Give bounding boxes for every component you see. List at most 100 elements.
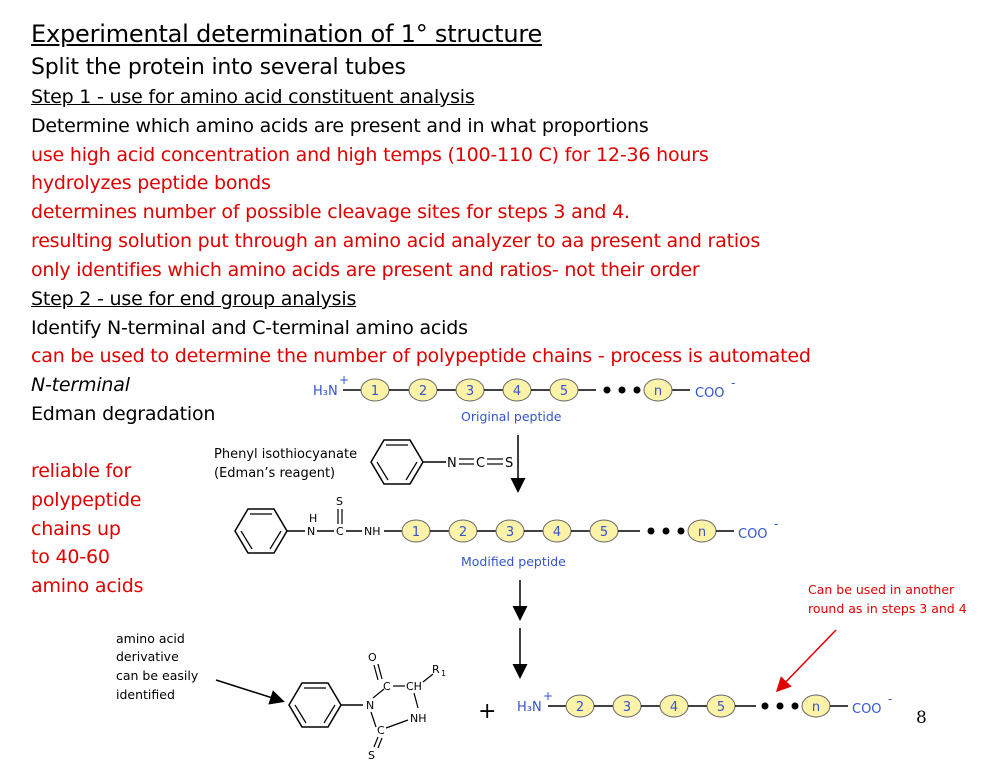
modified-bead-3: 3 bbox=[495, 519, 525, 543]
shortened-residue-label: 4 bbox=[670, 700, 678, 715]
page-number: 8 bbox=[916, 708, 927, 728]
pth-ring-bond bbox=[413, 692, 419, 709]
modified-atom-n: N bbox=[307, 525, 315, 538]
original-residue-label: 2 bbox=[419, 384, 427, 399]
derivative-arrow bbox=[215, 679, 285, 705]
original-peptide: H₃N + 1 2 3 4 5 bbox=[313, 373, 735, 424]
pth-thiocarbonyl bbox=[377, 737, 383, 749]
step1-line-6: only identifies which amino acids are pr… bbox=[31, 259, 700, 281]
shortened-dot bbox=[761, 702, 769, 710]
modified-minus: - bbox=[774, 517, 778, 531]
another-round-note: round as in steps 3 and 4 bbox=[808, 601, 967, 616]
modified-residue-label: 4 bbox=[553, 525, 561, 540]
modified-atom-c: C bbox=[336, 525, 344, 538]
shortened-bead-3: 3 bbox=[612, 694, 642, 718]
step1-line-1: Determine which amino acids are present … bbox=[31, 115, 649, 137]
modified-bead-5: 5 bbox=[589, 519, 619, 543]
shortened-dot bbox=[791, 702, 799, 710]
derivative-note: identified bbox=[116, 687, 175, 702]
pth-atom-ch: CH bbox=[406, 680, 422, 693]
original-residue-label: n bbox=[654, 384, 662, 399]
pth-atom-c2: C bbox=[377, 724, 385, 737]
pth-derivative: N C O CH R 1 NH C S bbox=[288, 651, 446, 762]
reagent-atom-c: C bbox=[476, 456, 485, 471]
shortened-residue-label: 5 bbox=[717, 700, 725, 715]
original-dot bbox=[618, 386, 626, 394]
page-title: Experimental determination of 1° structu… bbox=[31, 20, 543, 48]
derivative-note: can be easily bbox=[116, 668, 199, 683]
n-terminal-label: N-terminal bbox=[31, 374, 130, 396]
original-coo: COO bbox=[695, 386, 725, 401]
edman-label: Edman degradation bbox=[31, 403, 216, 425]
pth-benzene-ring bbox=[288, 682, 342, 728]
original-bead-5: 5 bbox=[549, 378, 579, 402]
modified-dot bbox=[677, 527, 685, 535]
shortened-bead-4: 4 bbox=[659, 694, 689, 718]
original-peptide-label: Original peptide bbox=[461, 409, 562, 424]
reliable-line-1: reliable for bbox=[31, 460, 132, 482]
modified-residue-label: 5 bbox=[600, 525, 608, 540]
modified-bead-1: 1 bbox=[401, 519, 431, 543]
reliable-line-3: chains up bbox=[31, 518, 121, 540]
original-minus: - bbox=[731, 376, 735, 390]
modified-residue-label: 3 bbox=[506, 525, 514, 540]
pth-carbonyl bbox=[373, 664, 379, 681]
shortened-residue-label: 3 bbox=[623, 700, 631, 715]
original-dot bbox=[633, 386, 641, 394]
shortened-bead-n: n bbox=[801, 694, 831, 718]
pth-atom-s: S bbox=[368, 749, 375, 762]
pth-carbonyl bbox=[377, 663, 383, 680]
step1-heading: Step 1 - use for amino acid constituent … bbox=[31, 86, 475, 108]
original-bead-4: 4 bbox=[502, 378, 532, 402]
shortened-plus: + bbox=[543, 689, 553, 703]
shortened-minus: - bbox=[888, 692, 892, 706]
reagent-atom-s: S bbox=[505, 456, 513, 471]
modified-atom-h: H bbox=[309, 512, 317, 525]
pth-atom-nh: NH bbox=[410, 712, 427, 725]
original-bead-1: 1 bbox=[360, 378, 390, 402]
modified-bead-n: n bbox=[687, 519, 717, 543]
modified-dot bbox=[662, 527, 670, 535]
modified-atom-s: S bbox=[336, 495, 343, 508]
reliable-line-5: amino acids bbox=[31, 575, 144, 597]
reagent-benzene-ring bbox=[370, 439, 424, 485]
original-residue-label: 3 bbox=[466, 384, 474, 399]
modified-dot bbox=[647, 527, 655, 535]
modified-coo: COO bbox=[738, 527, 768, 542]
pth-atom-c: C bbox=[383, 680, 391, 693]
step2-line-2: can be used to determine the number of p… bbox=[31, 345, 811, 367]
reagent: Phenyl isothiocyanate (Edman’s reagent) … bbox=[214, 439, 513, 485]
reagent-atom-n: N bbox=[447, 456, 457, 471]
original-bead-n: n bbox=[643, 378, 673, 402]
derivative-note: amino acid bbox=[116, 631, 185, 646]
shortened-coo: COO bbox=[852, 702, 882, 717]
modified-residue-label: 2 bbox=[459, 525, 467, 540]
shortened-residue-label: 2 bbox=[576, 700, 584, 715]
step1-line-2: use high acid concentration and high tem… bbox=[31, 144, 709, 166]
modified-bead-4: 4 bbox=[542, 519, 572, 543]
reagent-name: Phenyl isothiocyanate bbox=[214, 447, 357, 462]
original-residue-label: 5 bbox=[560, 384, 568, 399]
shortened-dot bbox=[776, 702, 784, 710]
pth-atom-o: O bbox=[368, 651, 377, 664]
step1-line-4: determines number of possible cleavage s… bbox=[31, 201, 630, 223]
original-plus: + bbox=[339, 373, 349, 387]
pth-ring-bond bbox=[372, 688, 385, 699]
pth-r-bond bbox=[422, 673, 434, 683]
pth-atom-r: R bbox=[432, 663, 440, 676]
original-dot bbox=[603, 386, 611, 394]
reliable-line-2: polypeptide bbox=[31, 489, 142, 511]
step2-heading: Step 2 - use for end group analysis bbox=[31, 288, 357, 310]
another-round-arrow bbox=[775, 629, 837, 693]
shortened-peptide: H₃N + 2 3 4 5 n COO - bbox=[517, 689, 892, 718]
pth-atom-n: N bbox=[366, 699, 374, 712]
pth-atom-r-subscript: 1 bbox=[441, 669, 446, 678]
original-residue-label: 4 bbox=[513, 384, 521, 399]
step1-line-5: resulting solution put through an amino … bbox=[31, 230, 761, 252]
pth-ring-bond bbox=[370, 711, 377, 728]
shortened-bead-5: 5 bbox=[706, 694, 736, 718]
modified-residue-label: 1 bbox=[412, 525, 420, 540]
modified-peptide: H N C S NH 1 2 3 4 5 bbox=[234, 495, 778, 569]
step2-line-1: Identify N-terminal and C-terminal amino… bbox=[31, 317, 468, 339]
